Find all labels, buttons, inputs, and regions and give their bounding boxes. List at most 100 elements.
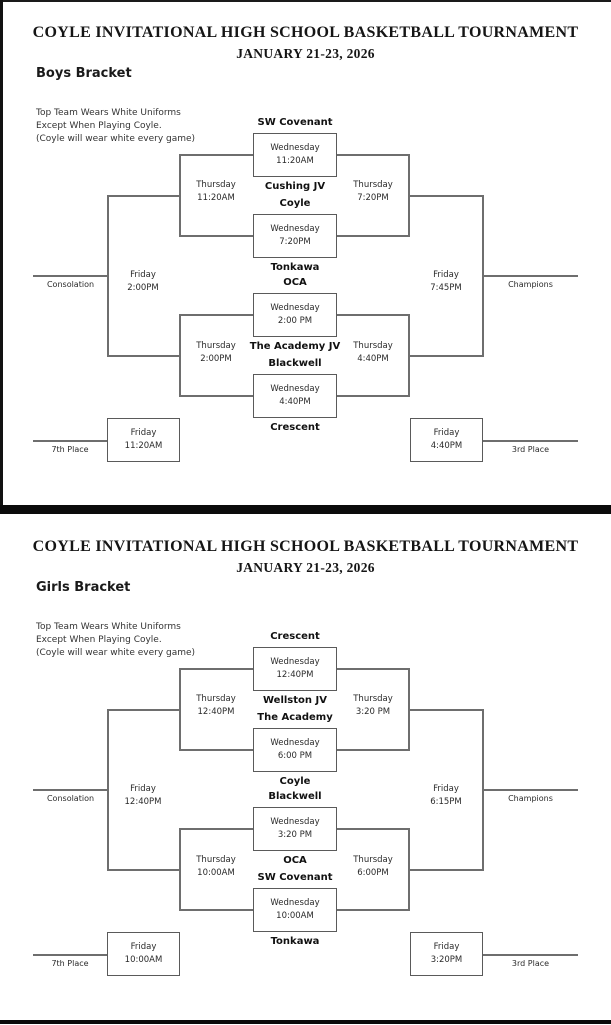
game-day: Wednesday — [270, 143, 320, 153]
bracket-line — [337, 235, 410, 237]
game-day: Wednesday — [270, 384, 320, 394]
tournament-title: COYLE INVITATIONAL HIGH SCHOOL BASKETBAL… — [32, 24, 579, 41]
team-name: SW Covenant — [257, 872, 333, 883]
team-name: Tonkawa — [270, 262, 320, 273]
game-time: 6:00 PM — [277, 751, 313, 761]
game-day: Friday — [433, 270, 459, 280]
bracket-line — [337, 154, 410, 156]
bracket-line — [409, 355, 484, 357]
game-box: Wednesday 10:00AM — [253, 888, 337, 932]
third-place-label: 3rd Place — [511, 959, 550, 968]
game-day: Wednesday — [270, 303, 320, 313]
team-name: Coyle — [279, 776, 311, 787]
game-day: Thursday — [353, 180, 393, 190]
bracket-line — [108, 355, 181, 357]
team-name: SW Covenant — [257, 117, 333, 128]
bracket-line — [409, 195, 484, 197]
game-time: 2:00PM — [200, 354, 232, 364]
bracket-line — [108, 195, 181, 197]
semifinal-schedule: Thursday 12:40PM — [176, 693, 256, 719]
tournament-date: JANUARY 21-23, 2026 — [236, 560, 375, 575]
game-day: Thursday — [196, 694, 236, 704]
seventh-place-label: 7th Place — [51, 445, 89, 454]
tournament-title: COYLE INVITATIONAL HIGH SCHOOL BASKETBAL… — [32, 538, 579, 555]
bracket-line — [337, 668, 410, 670]
note-line: Top Team Wears White Uniforms — [36, 108, 181, 118]
game-time: 2:00PM — [127, 283, 159, 293]
team-name: Cushing JV — [264, 181, 326, 192]
game-day: Thursday — [353, 341, 393, 351]
bracket-line — [180, 395, 253, 397]
seventh-place-box: Friday 11:20AM — [107, 418, 180, 462]
game-day: Wednesday — [270, 657, 320, 667]
bracket-line — [108, 709, 181, 711]
tournament-date: JANUARY 21-23, 2026 — [236, 46, 375, 61]
game-time: 10:00AM — [197, 868, 235, 878]
game-box: Wednesday 12:40PM — [253, 647, 337, 691]
note-line: Top Team Wears White Uniforms — [36, 622, 181, 632]
game-box: Wednesday 4:40PM — [253, 374, 337, 418]
boys-bracket-panel: COYLE INVITATIONAL HIGH SCHOOL BASKETBAL… — [0, 0, 611, 511]
third-place-box: Friday 4:40PM — [410, 418, 483, 462]
team-name: Wellston JV — [263, 695, 327, 706]
game-day: Thursday — [353, 694, 393, 704]
game-time: 11:20AM — [124, 441, 163, 451]
game-day: Friday — [433, 942, 460, 952]
bracket-line — [409, 869, 484, 871]
champions-line — [483, 275, 578, 277]
team-name: Coyle — [279, 198, 311, 209]
game-time: 10:00AM — [276, 911, 314, 921]
team-name: The Academy — [257, 712, 333, 723]
team-name: Crescent — [270, 631, 320, 642]
third-place-line — [483, 954, 578, 956]
game-day: Wednesday — [270, 817, 320, 827]
game-day: Wednesday — [270, 738, 320, 748]
bracket-line — [180, 749, 253, 751]
game-time: 4:40PM — [279, 397, 311, 407]
game-day: Thursday — [196, 855, 236, 865]
seventh-place-box: Friday 10:00AM — [107, 932, 180, 976]
game-box: Wednesday 7:20PM — [253, 214, 337, 258]
note-line: (Coyle will wear white every game) — [36, 648, 196, 658]
game-day: Thursday — [196, 180, 236, 190]
semifinal-schedule: Thursday 4:40PM — [333, 340, 413, 366]
game-day: Friday — [130, 428, 157, 438]
game-time: 7:20PM — [357, 193, 389, 203]
seventh-place-line — [33, 440, 107, 442]
game-time: 11:20AM — [197, 193, 235, 203]
bracket-line — [180, 314, 253, 316]
semifinal-schedule: Thursday 6:00PM — [333, 854, 413, 880]
girls-bracket-panel: COYLE INVITATIONAL HIGH SCHOOL BASKETBAL… — [0, 514, 611, 1025]
scan-left-edge — [0, 0, 3, 505]
third-place-line — [483, 440, 578, 442]
team-name: OCA — [283, 855, 307, 866]
game-day: Friday — [130, 270, 156, 280]
champions-label: Champions — [508, 280, 553, 289]
game-day: Wednesday — [270, 224, 320, 234]
consolation-schedule: Friday 12:40PM — [103, 783, 183, 809]
team-name: Blackwell — [268, 358, 322, 369]
champions-label: Champions — [508, 794, 553, 803]
third-place-label: 3rd Place — [511, 445, 550, 454]
champions-line — [483, 789, 578, 791]
seventh-place-line — [33, 954, 107, 956]
semifinal-schedule: Thursday 11:20AM — [176, 179, 256, 205]
semifinal-schedule: Thursday 3:20 PM — [333, 693, 413, 719]
bracket-line — [180, 235, 253, 237]
bracket-line — [337, 749, 410, 751]
bracket-line — [107, 709, 109, 871]
game-day: Thursday — [353, 855, 393, 865]
game-time: 3:20 PM — [277, 830, 313, 840]
game-box: Wednesday 3:20 PM — [253, 807, 337, 851]
semifinal-schedule: Thursday 2:00PM — [176, 340, 256, 366]
note-line: (Coyle will wear white every game) — [36, 134, 196, 144]
game-time: 2:00 PM — [277, 316, 313, 326]
consolation-line — [33, 789, 108, 791]
bottom-edge-bar — [0, 1020, 611, 1024]
consolation-schedule: Friday 2:00PM — [103, 269, 183, 295]
game-box: Wednesday 6:00 PM — [253, 728, 337, 772]
game-time: 6:00PM — [357, 868, 389, 878]
bracket-line — [180, 154, 253, 156]
game-time: 3:20PM — [430, 955, 463, 965]
team-name: Blackwell — [268, 791, 322, 802]
